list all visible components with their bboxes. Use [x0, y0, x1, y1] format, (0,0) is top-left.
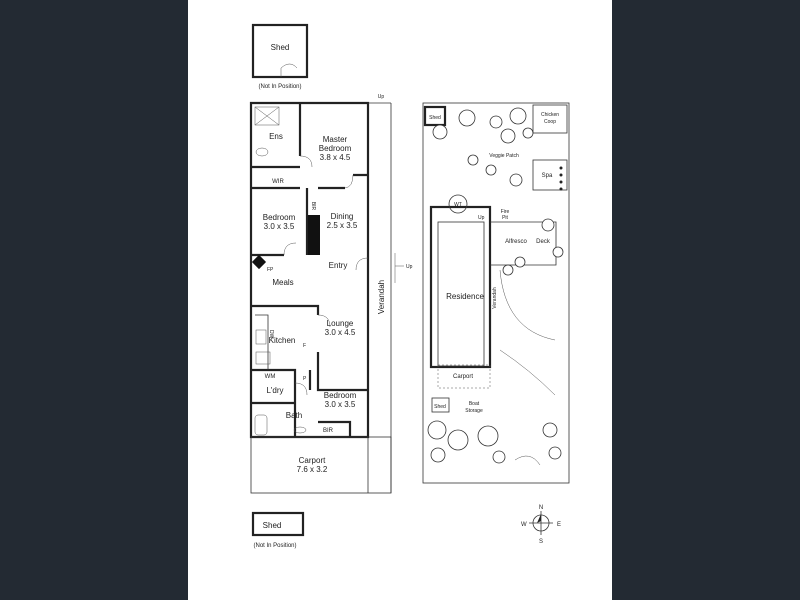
- site-deck: Deck: [536, 239, 551, 245]
- room-lounge: Lounge: [327, 319, 354, 328]
- site-spa: Spa: [542, 173, 553, 179]
- shed-top-label: Shed: [271, 43, 290, 52]
- site-storage: Storage: [465, 408, 483, 414]
- room-bir-bottom: BIR: [323, 428, 334, 434]
- room-bath: Bath: [286, 411, 302, 420]
- room-verandah: Verandah: [377, 280, 386, 314]
- room-labels: Ens Master Bedroom 3.8 x 4.5 WIR BIR Bed…: [263, 94, 413, 474]
- site-shed-bottom: Shed: [434, 404, 446, 410]
- room-bir-top: BIR: [310, 202, 316, 211]
- up-top-label: Up: [378, 94, 385, 100]
- room-bedroom1: Bedroom: [263, 213, 296, 222]
- room-master-size: 3.8 x 4.5: [320, 153, 351, 162]
- site-wt: WT: [454, 202, 462, 208]
- site-fire: Fire: [501, 209, 510, 215]
- site-shed-top: Shed: [429, 115, 441, 121]
- left-margin-panel: [0, 0, 188, 600]
- compass-n: N: [539, 505, 543, 511]
- room-carport-size: 7.6 x 3.2: [297, 465, 328, 474]
- room-bedroom2: Bedroom: [324, 391, 357, 400]
- site-carport: Carport: [453, 374, 473, 380]
- compass-s: S: [539, 539, 543, 545]
- compass-w: W: [521, 522, 527, 528]
- site-residence: Residence: [446, 292, 484, 301]
- site-alfresco: Alfresco: [505, 239, 527, 245]
- site-trees: [427, 107, 564, 464]
- site-labels: Shed Chicken Coop Veggie Patch Spa WT Up…: [429, 112, 559, 414]
- room-master: Master: [323, 135, 348, 144]
- room-master-2: Bedroom: [319, 144, 352, 153]
- shed-bottom-note: (Not In Position): [253, 543, 296, 549]
- room-dw: DW: [268, 330, 274, 339]
- room-wm: WM: [265, 374, 276, 380]
- compass-rose: N S E W: [521, 505, 561, 545]
- site-coop: Coop: [544, 119, 556, 125]
- internal-walls: [251, 103, 369, 437]
- room-f: F: [303, 343, 306, 349]
- site-up: Up: [478, 215, 485, 221]
- room-lounge-size: 3.0 x 4.5: [325, 328, 356, 337]
- up-side-label: Up: [406, 264, 413, 270]
- compass-e: E: [557, 522, 561, 528]
- site-boundary: [422, 102, 570, 484]
- shed-top-note: (Not In Position): [258, 84, 301, 90]
- room-meals: Meals: [272, 278, 293, 287]
- shed-bottom: Shed (Not In Position): [251, 511, 305, 549]
- room-kitchen: Kitchen: [269, 336, 296, 345]
- room-dining-size: 2.5 x 3.5: [327, 221, 358, 230]
- right-margin-panel: [612, 0, 800, 600]
- room-carport: Carport: [299, 456, 326, 465]
- room-fp: FP: [267, 267, 274, 273]
- room-wir: WIR: [272, 179, 284, 185]
- shed-top: Shed (Not In Position): [251, 23, 309, 90]
- site-veggie-patch: Veggie Patch: [489, 153, 519, 159]
- site-boat: Boat: [469, 401, 480, 407]
- room-bedroom2-size: 3.0 x 3.5: [325, 400, 356, 409]
- site-pit: Pit: [502, 215, 508, 221]
- room-dining: Dining: [331, 212, 354, 221]
- room-ens: Ens: [269, 132, 283, 141]
- floor-plan-sheet: [188, 0, 612, 600]
- shed-bottom-label: Shed: [263, 521, 282, 530]
- house-outline: [249, 101, 392, 494]
- site-verandah: Verandah: [492, 287, 498, 309]
- room-entry: Entry: [329, 261, 348, 270]
- room-p: P: [303, 376, 307, 382]
- site-chicken: Chicken: [541, 112, 559, 118]
- room-bedroom1-size: 3.0 x 3.5: [264, 222, 295, 231]
- room-ldry: L'dry: [266, 386, 283, 395]
